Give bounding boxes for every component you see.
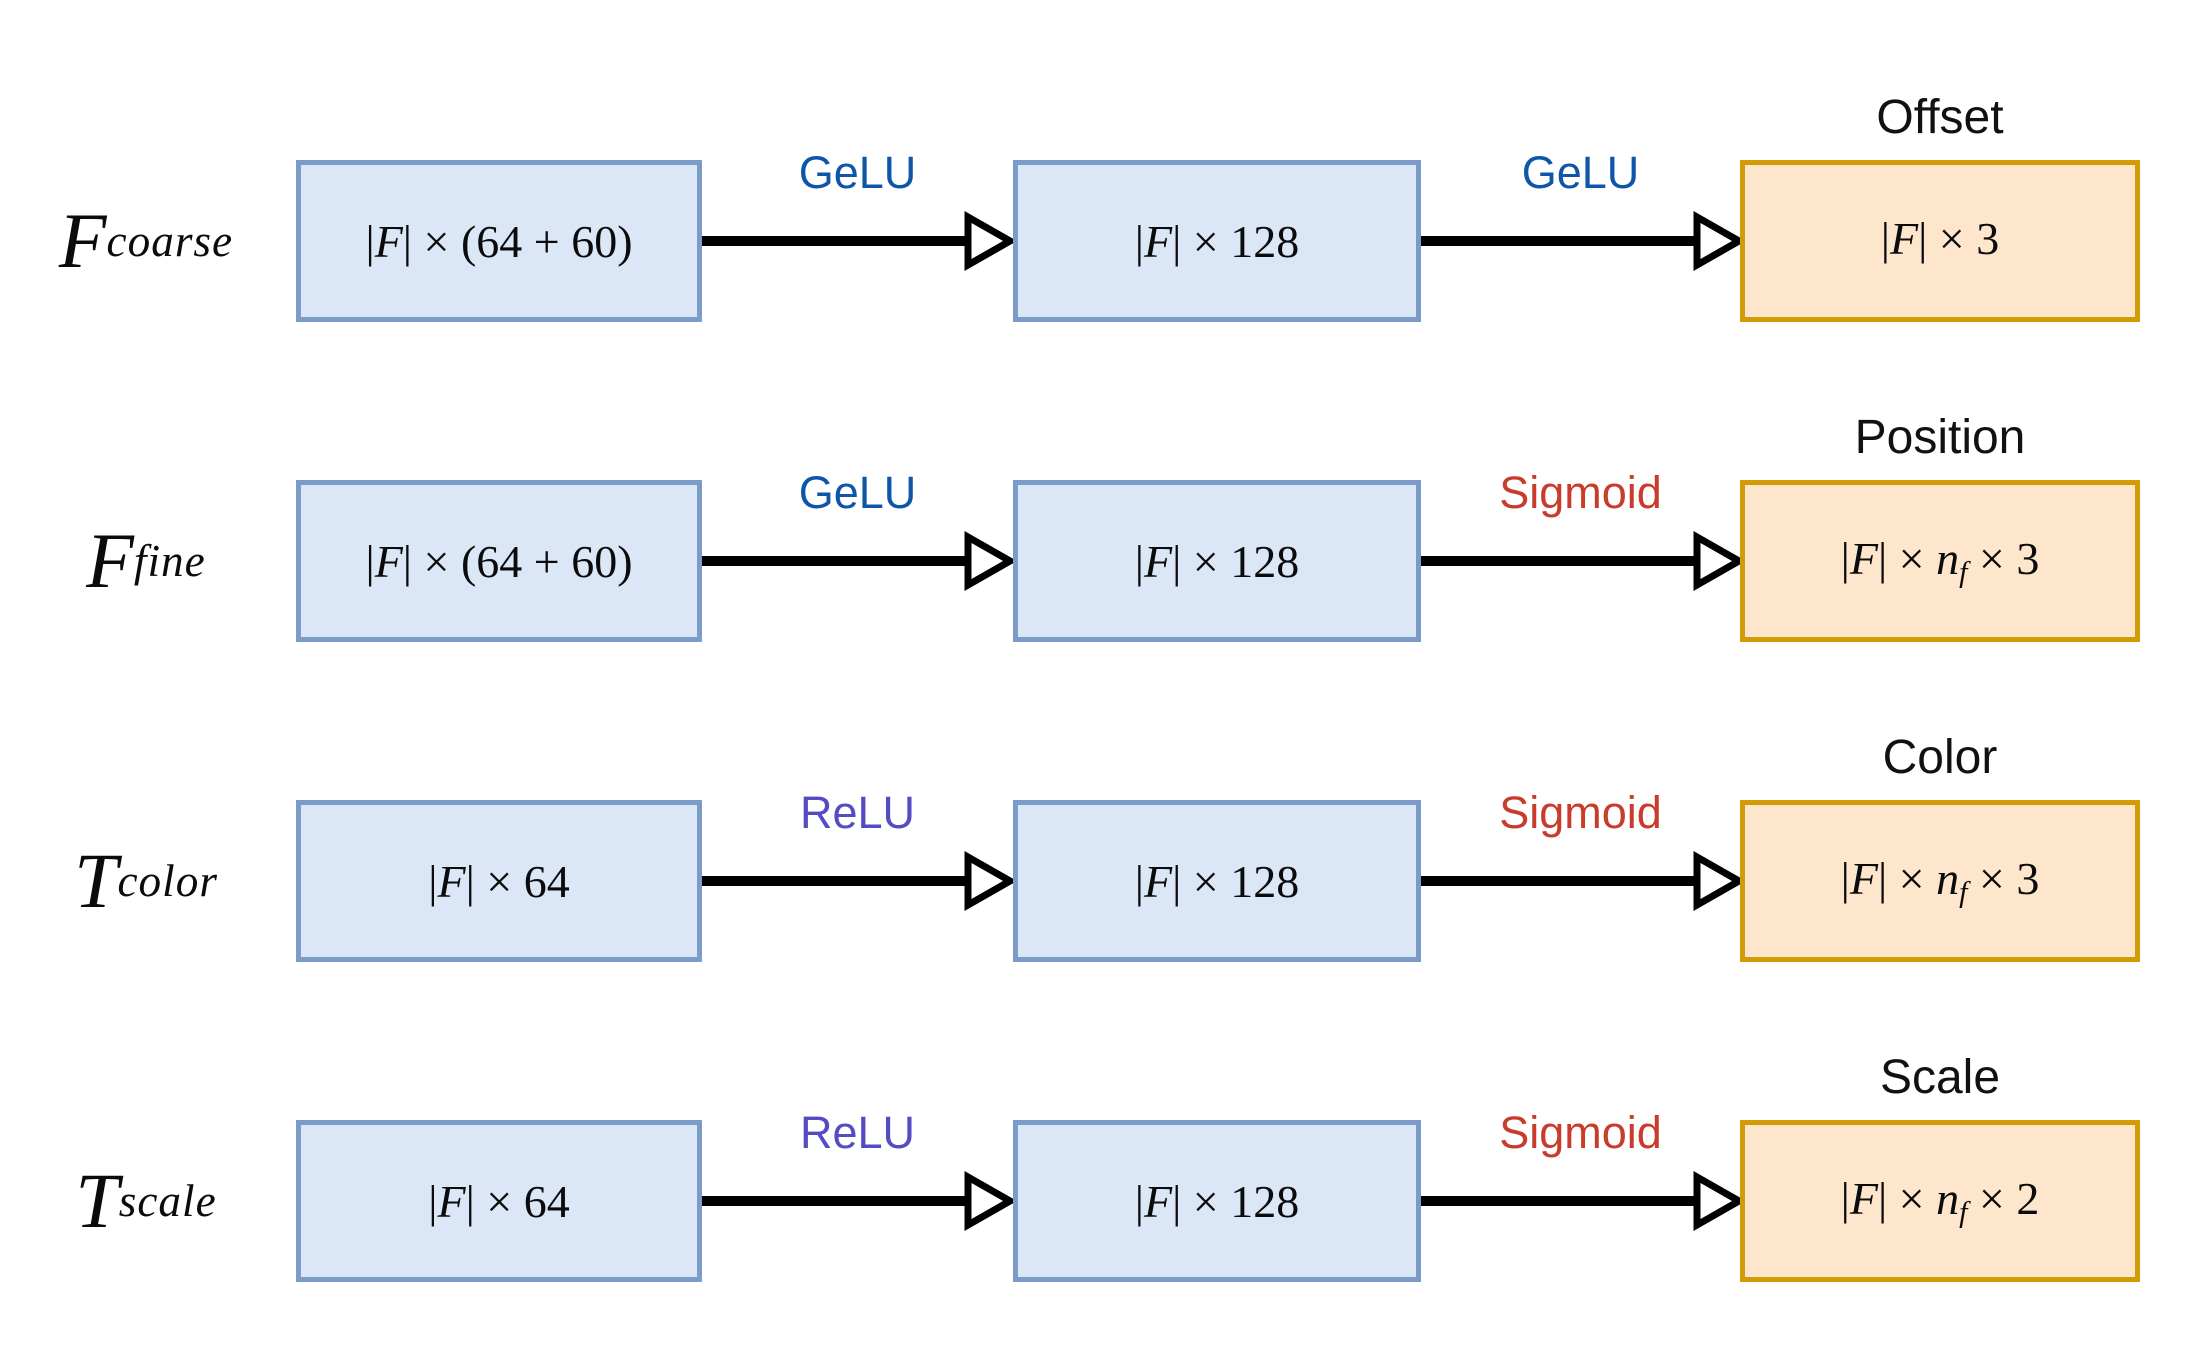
row-label-sub: scale: [118, 1176, 217, 1226]
row-label-sub: color: [117, 856, 218, 906]
arrow-icon: [702, 210, 1014, 272]
row-label-sub: coarse: [106, 216, 234, 266]
arrow-icon: [702, 1170, 1014, 1232]
output-title: Offset: [1876, 91, 2004, 144]
input-dim-box: |F| × (64 + 60): [296, 480, 702, 642]
input-dim-box: |F| × 64: [296, 1120, 702, 1282]
output-title: Position: [1854, 411, 2026, 464]
input-dim-box: |F| × 64: [296, 800, 702, 962]
arrow-icon: [702, 850, 1014, 912]
activation-label-1: ReLU: [799, 787, 916, 838]
activation-label-2: GeLU: [1521, 147, 1640, 198]
output-title: Scale: [1879, 1051, 2001, 1104]
output-dim-text: |F| × nf × 2: [1840, 1173, 2040, 1229]
output-dim-box: |F| × nf × 3: [1740, 800, 2140, 962]
hidden-dim-box: |F| × 128: [1013, 160, 1421, 322]
hidden-dim-text: |F| × 128: [1134, 1175, 1300, 1227]
row-label-main: T: [74, 837, 118, 924]
activation-label-1: ReLU: [799, 1107, 916, 1158]
hidden-dim-box: |F| × 128: [1013, 480, 1421, 642]
input-dim-text: |F| × (64 + 60): [365, 535, 633, 587]
output-dim-text: |F| × 3: [1880, 213, 2000, 265]
activation-label-1: GeLU: [798, 467, 917, 518]
input-dim-text: |F| × 64: [428, 1175, 570, 1227]
row-label-main: T: [75, 1157, 119, 1244]
hidden-dim-box: |F| × 128: [1013, 1120, 1421, 1282]
activation-label-1: GeLU: [798, 147, 917, 198]
activation-label-2: Sigmoid: [1499, 1107, 1662, 1158]
activation-label-2: Sigmoid: [1499, 467, 1662, 518]
hidden-dim-text: |F| × 128: [1134, 855, 1300, 907]
arrow-icon: [1421, 1170, 1741, 1232]
hidden-dim-text: |F| × 128: [1134, 215, 1300, 267]
output-title: Color: [1882, 731, 1998, 784]
output-dim-text: |F| × nf × 3: [1840, 533, 2040, 589]
arrow-icon: [1421, 850, 1741, 912]
arrow-icon: [1421, 530, 1741, 592]
row-label-main: F: [58, 197, 107, 284]
arrow-icon: [702, 530, 1014, 592]
hidden-dim-box: |F| × 128: [1013, 800, 1421, 962]
activation-label-2: Sigmoid: [1499, 787, 1662, 838]
output-dim-box: |F| × 3: [1740, 160, 2140, 322]
input-dim-box: |F| × (64 + 60): [296, 160, 702, 322]
input-dim-text: |F| × 64: [428, 855, 570, 907]
hidden-dim-text: |F| × 128: [1134, 535, 1300, 587]
row-label-main: F: [86, 517, 134, 604]
input-dim-text: |F| × (64 + 60): [365, 215, 633, 267]
output-dim-text: |F| × nf × 3: [1840, 853, 2040, 909]
output-dim-box: |F| × nf × 2: [1740, 1120, 2140, 1282]
arrow-icon: [1421, 210, 1741, 272]
output-dim-box: |F| × nf × 3: [1740, 480, 2140, 642]
row-label-sub: fine: [133, 536, 206, 586]
